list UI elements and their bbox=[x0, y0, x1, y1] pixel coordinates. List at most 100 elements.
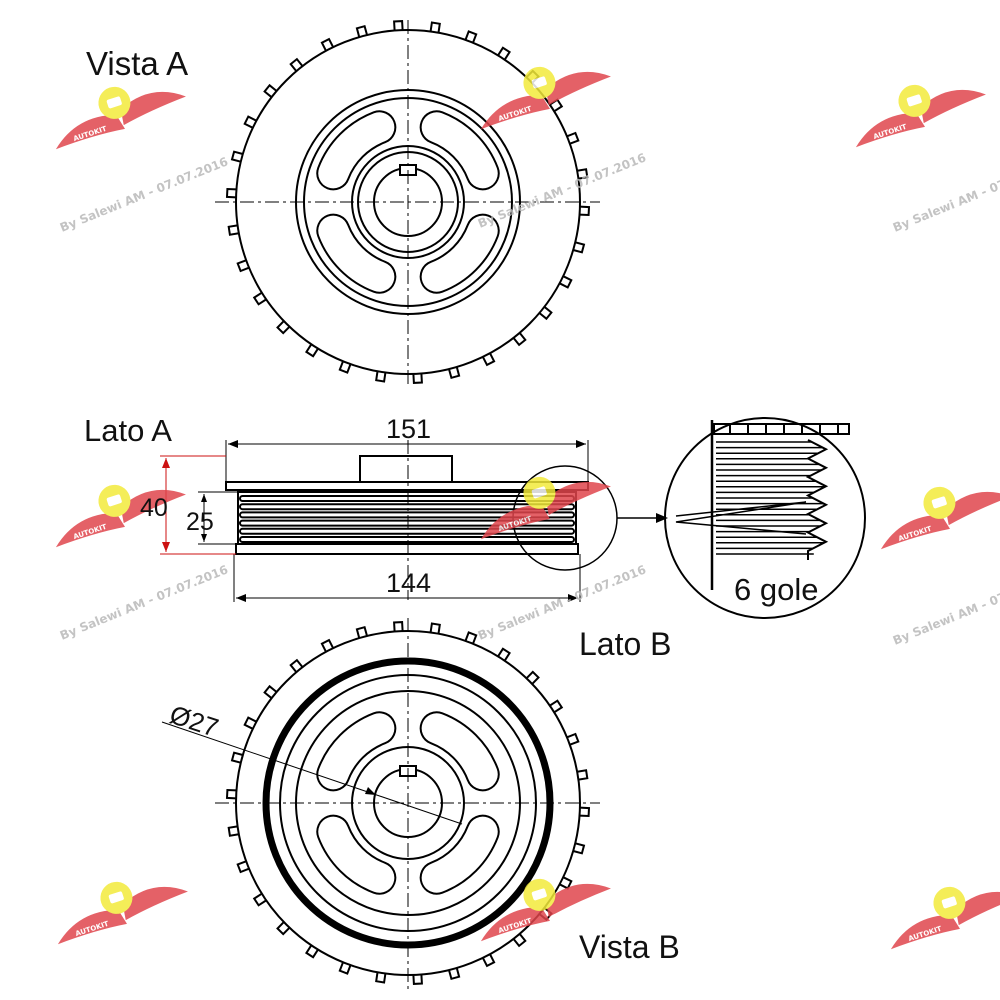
logo-wing-right bbox=[120, 489, 186, 524]
view-b-tooth bbox=[225, 788, 237, 800]
side-groove-rib bbox=[239, 511, 575, 519]
watermark-logo: AUTOKIT bbox=[855, 84, 986, 148]
view-a-tooth bbox=[497, 46, 511, 61]
logo-wing-right bbox=[122, 886, 188, 921]
view-b-tooth bbox=[252, 892, 267, 907]
view-a-tooth bbox=[243, 115, 257, 129]
view-b-tooth bbox=[512, 933, 527, 948]
view-a-tooth bbox=[375, 371, 387, 383]
view-a-tooth bbox=[393, 20, 404, 31]
view-b-tooth bbox=[263, 684, 278, 699]
dim-bore-leader bbox=[161, 721, 463, 825]
view-b-slot bbox=[316, 814, 397, 895]
logo-car-icon bbox=[108, 891, 124, 904]
side-view-pulley bbox=[160, 440, 668, 602]
side-groove-rib bbox=[239, 495, 575, 502]
logo-car-icon bbox=[531, 486, 547, 499]
logo-wing-left bbox=[890, 914, 960, 950]
view-b-tooth bbox=[236, 860, 250, 874]
logo-wing-left bbox=[855, 112, 925, 148]
view-b-pulley bbox=[161, 618, 600, 990]
watermark-logo: AUTOKIT bbox=[480, 476, 611, 540]
side-groove-rib bbox=[239, 519, 575, 527]
view-a-tooth bbox=[252, 291, 267, 306]
view-a-tooth bbox=[572, 241, 586, 254]
logo-wing-left bbox=[880, 514, 950, 550]
detail-flange-ticks bbox=[729, 424, 839, 434]
side-bottom-flange bbox=[235, 543, 579, 555]
watermark-text: By Salewi AM - 07.07.2016 bbox=[58, 154, 230, 234]
logo-wing-right bbox=[945, 491, 1000, 526]
detail-leader-arrow bbox=[656, 513, 668, 523]
groove-detail bbox=[664, 417, 866, 619]
view-b-slot bbox=[419, 814, 500, 895]
view-a-tooth bbox=[305, 343, 319, 358]
dim-25-value: 25 bbox=[186, 508, 214, 536]
view-b-tooth bbox=[497, 647, 511, 662]
logo-car-icon bbox=[931, 496, 947, 509]
view-a-tooth bbox=[429, 21, 441, 33]
watermark-text: By Salewi AM - 07.07.2016 bbox=[891, 567, 1000, 647]
logo-wing-right bbox=[920, 89, 986, 124]
watermark-logo: AUTOKIT bbox=[55, 86, 186, 150]
view-b-tooth bbox=[549, 699, 564, 714]
side-groove-rib bbox=[239, 527, 575, 535]
view-a-tooth bbox=[355, 24, 368, 38]
view-a-tooth bbox=[289, 57, 304, 72]
view-a-slot bbox=[316, 110, 397, 191]
view-a-tooth bbox=[225, 187, 237, 199]
view-a-tooth bbox=[263, 83, 278, 98]
view-a-tooth bbox=[230, 150, 244, 163]
view-a-tooth bbox=[559, 275, 573, 289]
label-lato-a: Lato A bbox=[84, 413, 172, 448]
logo-car-icon bbox=[906, 94, 922, 107]
view-b-tooth bbox=[375, 972, 387, 984]
view-a-tooth bbox=[227, 224, 239, 236]
view-a-tooth bbox=[579, 205, 591, 217]
view-b-tooth bbox=[559, 876, 573, 890]
detail-section-lines bbox=[675, 501, 807, 535]
view-b-tooth bbox=[579, 806, 591, 818]
logo-car-icon bbox=[531, 76, 547, 89]
view-b-slot bbox=[419, 711, 500, 792]
view-a-tooth bbox=[577, 168, 589, 180]
view-a-slot bbox=[419, 213, 500, 294]
dim-bore-value: Ø27 bbox=[166, 699, 222, 743]
view-b-tooth bbox=[572, 842, 586, 855]
detail-circle bbox=[664, 417, 866, 619]
view-b-tooth bbox=[289, 658, 304, 673]
detail-groove-profile bbox=[805, 439, 829, 560]
view-b-tooth bbox=[227, 825, 239, 837]
view-b-tooth bbox=[566, 732, 580, 746]
logo-wing-right bbox=[545, 481, 611, 516]
view-b-tooth bbox=[464, 631, 478, 645]
logo-car-icon bbox=[106, 494, 122, 507]
dim-144-value: 144 bbox=[386, 568, 431, 598]
view-b-tooth bbox=[338, 961, 352, 975]
view-a-spoke-slots bbox=[316, 110, 500, 294]
view-b-teeth bbox=[225, 621, 591, 985]
logo-wing-right bbox=[955, 891, 1000, 926]
logo-wing-left bbox=[55, 512, 125, 548]
watermark-logo: AUTOKIT bbox=[55, 484, 186, 548]
side-groove-rib bbox=[239, 503, 575, 511]
view-b-slot bbox=[316, 711, 397, 792]
view-a-tooth bbox=[464, 30, 478, 44]
view-b-tooth bbox=[412, 974, 423, 985]
dim-40-arrows bbox=[162, 458, 170, 552]
dim-40-value: 40 bbox=[140, 494, 168, 522]
watermark-logo: AUTOKIT bbox=[480, 878, 611, 942]
view-a-tooth bbox=[538, 306, 553, 321]
watermark-text: By Salewi AM - 07.07.2016 bbox=[891, 154, 1000, 234]
label-vista-b: Vista B bbox=[579, 929, 680, 965]
watermark-text: By Salewi AM - 07.07.2016 bbox=[58, 562, 230, 642]
view-a-tooth bbox=[512, 332, 527, 347]
view-b-tooth bbox=[577, 769, 589, 781]
logo-car-icon bbox=[106, 96, 122, 109]
view-b-tooth bbox=[305, 944, 319, 959]
view-a-tooth bbox=[276, 320, 291, 335]
view-a-tooth bbox=[338, 360, 352, 374]
logo-wing-left bbox=[480, 906, 550, 942]
logo-wing-right bbox=[545, 71, 611, 106]
watermark-logo: AUTOKIT bbox=[890, 886, 1000, 950]
